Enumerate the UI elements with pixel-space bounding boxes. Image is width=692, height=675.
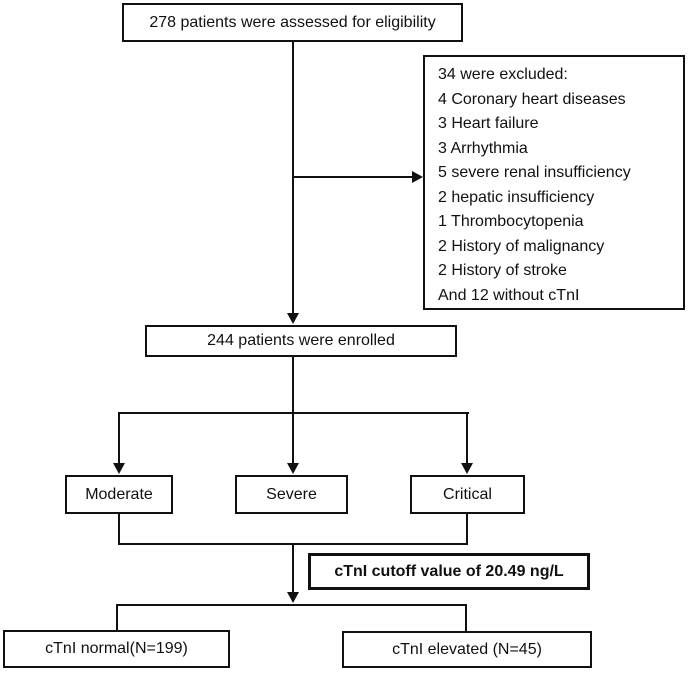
bottom-split-bar — [116, 604, 467, 606]
excluded-line: And 12 without cTnI — [438, 286, 580, 304]
arrowhead-enrolled — [287, 313, 299, 324]
connector-to-critical — [466, 412, 468, 463]
connector-to-severe — [292, 412, 294, 463]
excluded-line: 3 Arrhythmia — [438, 139, 528, 157]
arrowhead-moderate — [113, 463, 125, 474]
connector-to-elevated — [465, 604, 467, 631]
normal-label: cTnI normal(N=199) — [45, 640, 188, 658]
excluded-line: 2 History of malignancy — [438, 237, 605, 255]
elevated-box: cTnI elevated (N=45) — [342, 631, 592, 668]
normal-box: cTnI normal(N=199) — [3, 630, 230, 668]
critical-box: Critical — [410, 475, 525, 514]
connector-cutoff-down — [292, 543, 294, 592]
enrolled-label: 244 patients were enrolled — [207, 332, 395, 350]
excluded-line: 4 Coronary heart diseases — [438, 90, 626, 108]
excluded-line: 5 severe renal insufficiency — [438, 164, 631, 181]
excluded-line: 3 Heart failure — [438, 115, 539, 132]
excluded-line: 34 were excluded: — [438, 66, 568, 83]
arrowhead-severe — [287, 463, 299, 474]
enrolled-box: 244 patients were enrolled — [145, 325, 457, 357]
moderate-box: Moderate — [65, 475, 173, 514]
connector-to-excluded — [292, 176, 412, 178]
arrowhead-split — [287, 592, 299, 603]
connector-enrolled-down — [292, 357, 294, 414]
excluded-line: 1 Thrombocytopenia — [438, 213, 584, 230]
connector-to-moderate — [118, 412, 120, 463]
critical-label: Critical — [443, 485, 492, 503]
elevated-label: cTnI elevated (N=45) — [392, 640, 542, 658]
arrowhead-excluded — [412, 171, 423, 183]
connector-moderate-down — [118, 514, 120, 545]
assessed-label: 278 patients were assessed for eligibili… — [149, 13, 436, 31]
cutoff-box: cTnI cutoff value of 20.49 ng/L — [308, 553, 590, 590]
cutoff-label: cTnI cutoff value of 20.49 ng/L — [334, 562, 564, 580]
severe-label: Severe — [266, 485, 317, 503]
excluded-line: 2 hepatic insufficiency — [438, 188, 595, 206]
severe-box: Severe — [235, 475, 348, 514]
arrowhead-critical — [461, 463, 473, 474]
excluded-box: 34 were excluded: 4 Coronary heart disea… — [423, 55, 685, 310]
connector-to-normal — [116, 604, 118, 630]
moderate-label: Moderate — [85, 485, 153, 503]
excluded-line: 2 History of stroke — [438, 262, 567, 279]
connector-critical-down — [466, 514, 468, 545]
assessed-box: 278 patients were assessed for eligibili… — [122, 3, 463, 42]
